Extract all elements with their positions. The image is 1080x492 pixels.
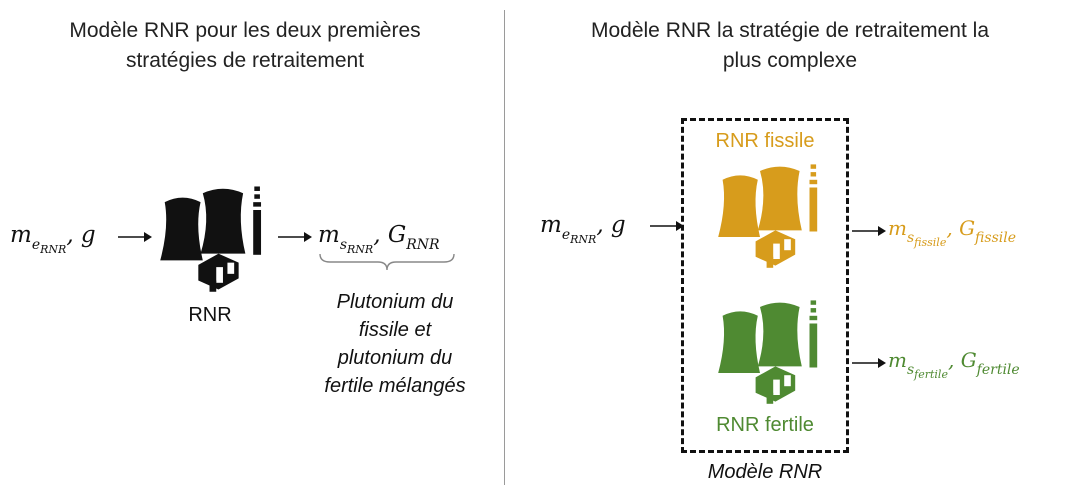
left-note-line1: Plutonium du xyxy=(336,291,454,313)
nuclear-plant-icon xyxy=(718,300,818,404)
left-note-line3: plutonium du xyxy=(337,347,453,369)
right-title: Modèle RNR la stratégie de retraitement … xyxy=(530,16,1050,76)
left-note: Plutonium du fissile et plutonium du fer… xyxy=(290,288,500,400)
left-input-formula: meRNR, g xyxy=(10,222,96,256)
left-plant-label: RNR xyxy=(188,304,232,326)
left-output-formula: msRNR, GRNR xyxy=(318,222,440,256)
nuclear-plant-icon xyxy=(160,186,262,292)
left-title-line2: stratégies de retraitement xyxy=(125,49,365,72)
arrow-right-icon xyxy=(852,358,886,368)
left-note-line4: fertile mélangés xyxy=(324,375,466,397)
arrow-right-icon xyxy=(278,232,312,242)
curly-brace-icon xyxy=(319,253,455,271)
box-caption: Modèle RNR xyxy=(707,461,823,483)
fissile-output-formula: msfissile, Gfissile xyxy=(888,216,1016,249)
fissile-label: RNR fissile xyxy=(715,130,815,152)
left-note-line2: fissile et xyxy=(358,319,432,341)
arrow-right-icon xyxy=(852,226,886,236)
fertile-output-formula: msfertile, Gfertile xyxy=(888,348,1020,381)
nuclear-plant-icon xyxy=(718,164,818,268)
arrow-right-icon xyxy=(650,221,684,231)
arrow-right-icon xyxy=(118,232,152,242)
divider-line xyxy=(504,10,505,485)
rnr-model-box xyxy=(681,118,849,453)
left-title-line1: Modèle RNR pour les deux premières xyxy=(69,19,421,42)
fertile-label: RNR fertile xyxy=(716,414,814,436)
right-input-formula: meRNR, g xyxy=(540,212,626,246)
right-title-line2: plus complexe xyxy=(722,49,858,72)
right-title-line1: Modèle RNR la stratégie de retraitement … xyxy=(590,19,989,42)
left-title: Modèle RNR pour les deux premières strat… xyxy=(10,16,480,76)
